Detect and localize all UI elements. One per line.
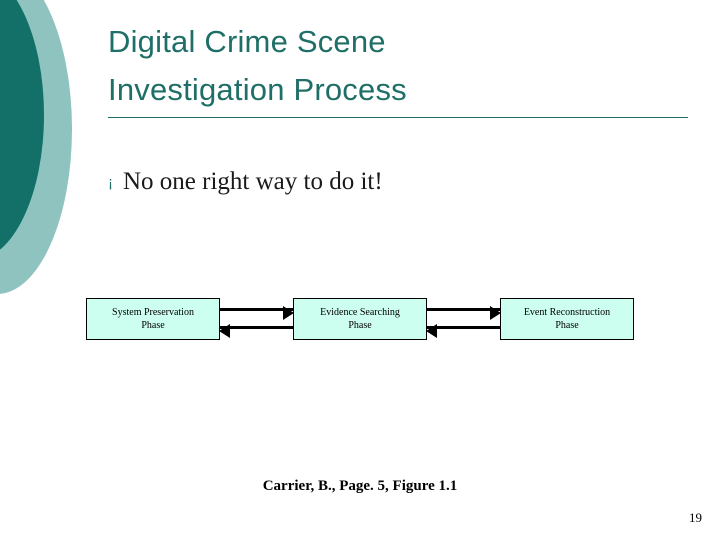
bullet-text: No one right way to do it! xyxy=(123,168,383,195)
arrow-head-left-icon xyxy=(426,324,437,338)
phase-box-1-line-1: System Preservation xyxy=(112,306,194,318)
phase-box-2-line-1: Evidence Searching xyxy=(320,306,400,318)
connector-2 xyxy=(426,304,501,338)
page-title-line-1: Digital Crime Scene xyxy=(108,24,386,59)
page-number: 19 xyxy=(689,510,702,525)
connector-2-bottom-arrow xyxy=(426,324,500,338)
page-title-line-2: Investigation Process xyxy=(108,72,407,108)
connector-1-top-arrow xyxy=(220,306,294,320)
phase-box-3-line-1: Event Reconstruction xyxy=(523,306,611,318)
page-title: Digital Crime Scene Investigation Proces… xyxy=(108,18,688,114)
phase-box-3-line-2: Phase xyxy=(555,320,579,331)
figure-caption: Carrier, B., Page. 5, Figure 1.1 xyxy=(262,478,458,494)
connector-2-top-arrow xyxy=(427,306,501,320)
arrow-head-left-icon xyxy=(219,324,230,338)
process-diagram: System Preservation Phase Evidence Searc… xyxy=(86,298,634,344)
phase-box-event-reconstruction: Event Reconstruction Phase xyxy=(500,298,634,340)
phase-box-system-preservation: System Preservation Phase xyxy=(86,298,220,340)
bullet-marker-icon: ¡ xyxy=(108,174,113,191)
arrow-head-right-icon xyxy=(490,306,501,320)
bullet-item: ¡ No one right way to do it! xyxy=(108,168,383,196)
title-divider xyxy=(108,117,688,118)
connector-1 xyxy=(219,304,294,338)
phase-box-2-line-2: Phase xyxy=(348,320,372,331)
phase-box-evidence-searching: Evidence Searching Phase xyxy=(293,298,427,340)
connector-1-bottom-arrow xyxy=(219,324,293,338)
phase-box-1-line-2: Phase xyxy=(141,320,165,331)
arrow-head-right-icon xyxy=(283,306,294,320)
